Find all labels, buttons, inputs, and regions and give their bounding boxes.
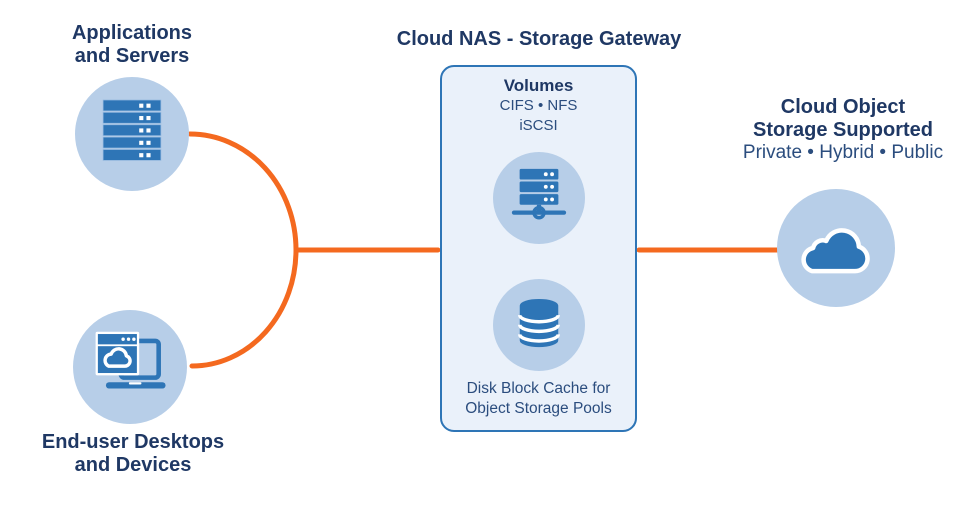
desktop-browser-cloud-icon: [91, 329, 169, 406]
cloud-icon: [792, 213, 880, 284]
connector-endusers-to-gateway: [189, 247, 299, 369]
volumes-block: Volumes CIFS • NFS iSCSI: [442, 76, 635, 135]
cloud-storage-heading-line1: Cloud Object: [780, 96, 906, 118]
connector-apps-to-gateway: [187, 131, 441, 253]
end-user-label: End-user Desktops and Devices: [0, 431, 266, 477]
end-user-node: [73, 310, 187, 424]
database-cylinder-icon: [511, 294, 567, 357]
apps-servers-label: Applications and Servers: [0, 22, 264, 68]
end-user-label-line2: and Devices: [74, 454, 192, 476]
end-user-label-line1: End-user Desktops: [41, 431, 225, 453]
protocols-line2: iSCSI: [519, 116, 558, 134]
disk-cache-caption-line1: Disk Block Cache for: [466, 380, 611, 397]
volumes-heading: Volumes: [503, 76, 574, 95]
cloud-storage-node: [777, 189, 895, 307]
cloud-storage-subtitle: Private • Hybrid • Public: [742, 142, 944, 163]
volumes-node: [492, 152, 585, 244]
gateway-box: Volumes CIFS • NFS iSCSI: [440, 65, 637, 432]
apps-servers-label-line2: and Servers: [74, 45, 190, 67]
gateway-title: Cloud NAS - Storage Gateway: [396, 28, 682, 50]
cloud-storage-heading-line2: Storage Supported: [752, 119, 933, 141]
apps-servers-label-line1: Applications: [71, 22, 192, 44]
disk-cache-caption-line2: Object Storage Pools: [465, 400, 612, 418]
protocols-line1: CIFS • NFS: [499, 97, 578, 115]
server-rack-icon: [101, 99, 163, 170]
apps-servers-node: [75, 77, 189, 191]
cloud-storage-label: Cloud Object Storage Supported Private •…: [703, 96, 980, 165]
nas-server-icon: [508, 165, 570, 232]
disk-cache-node: [492, 279, 585, 371]
disk-cache-caption: Disk Block Cache for Object Storage Pool…: [442, 379, 635, 419]
